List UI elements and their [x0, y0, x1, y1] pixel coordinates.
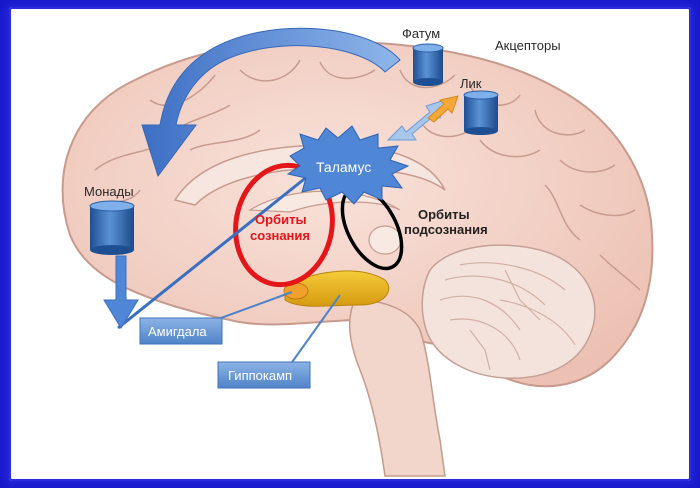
label-akceptory: Акцепторы	[495, 38, 561, 53]
label-amigdala: Амигдала	[148, 324, 207, 339]
label-talamus: Таламус	[316, 159, 371, 175]
gippokamp-pointer	[289, 294, 341, 366]
hippocampus	[284, 270, 390, 307]
brainstem	[348, 299, 446, 477]
cylinder-monady	[89, 200, 135, 255]
amigdala-pointer	[209, 291, 293, 323]
fornix	[248, 190, 401, 213]
label-orbity-podsoznaniya-2: подсознания	[404, 222, 488, 237]
label-lik: Лик	[460, 76, 482, 91]
label-monady: Монады	[84, 184, 134, 199]
label-fatum: Фатум	[402, 26, 440, 41]
label-orbity-podsoznaniya-1: Орбиты	[418, 207, 470, 222]
big-curved-arrow	[141, 27, 401, 178]
gippokamp-box	[217, 361, 311, 389]
inner-lobe	[368, 225, 402, 255]
down-arrow	[103, 255, 139, 329]
label-orbity-soznaniya-2: сознания	[250, 228, 310, 243]
label-gippokamp: Гиппокамп	[228, 368, 292, 383]
monady-link-line	[117, 166, 319, 330]
cerebellum-folia	[439, 262, 576, 371]
brain-diagram: Фатум Акцепторы Лик Таламус Монады Орбит…	[61, 26, 654, 477]
orbit-consciousness	[233, 162, 335, 288]
cerebellum	[421, 244, 596, 379]
gyri	[89, 59, 641, 291]
thalamus-starburst	[286, 125, 410, 205]
cylinder-fatum	[412, 43, 444, 86]
orange-arrow	[427, 95, 459, 123]
amigdala-box	[139, 317, 223, 345]
diagram-frame: Фатум Акцепторы Лик Таламус Монады Орбит…	[9, 7, 691, 481]
label-orbity-soznaniya-1: Орбиты	[255, 212, 307, 227]
cylinder-lik	[463, 90, 499, 135]
